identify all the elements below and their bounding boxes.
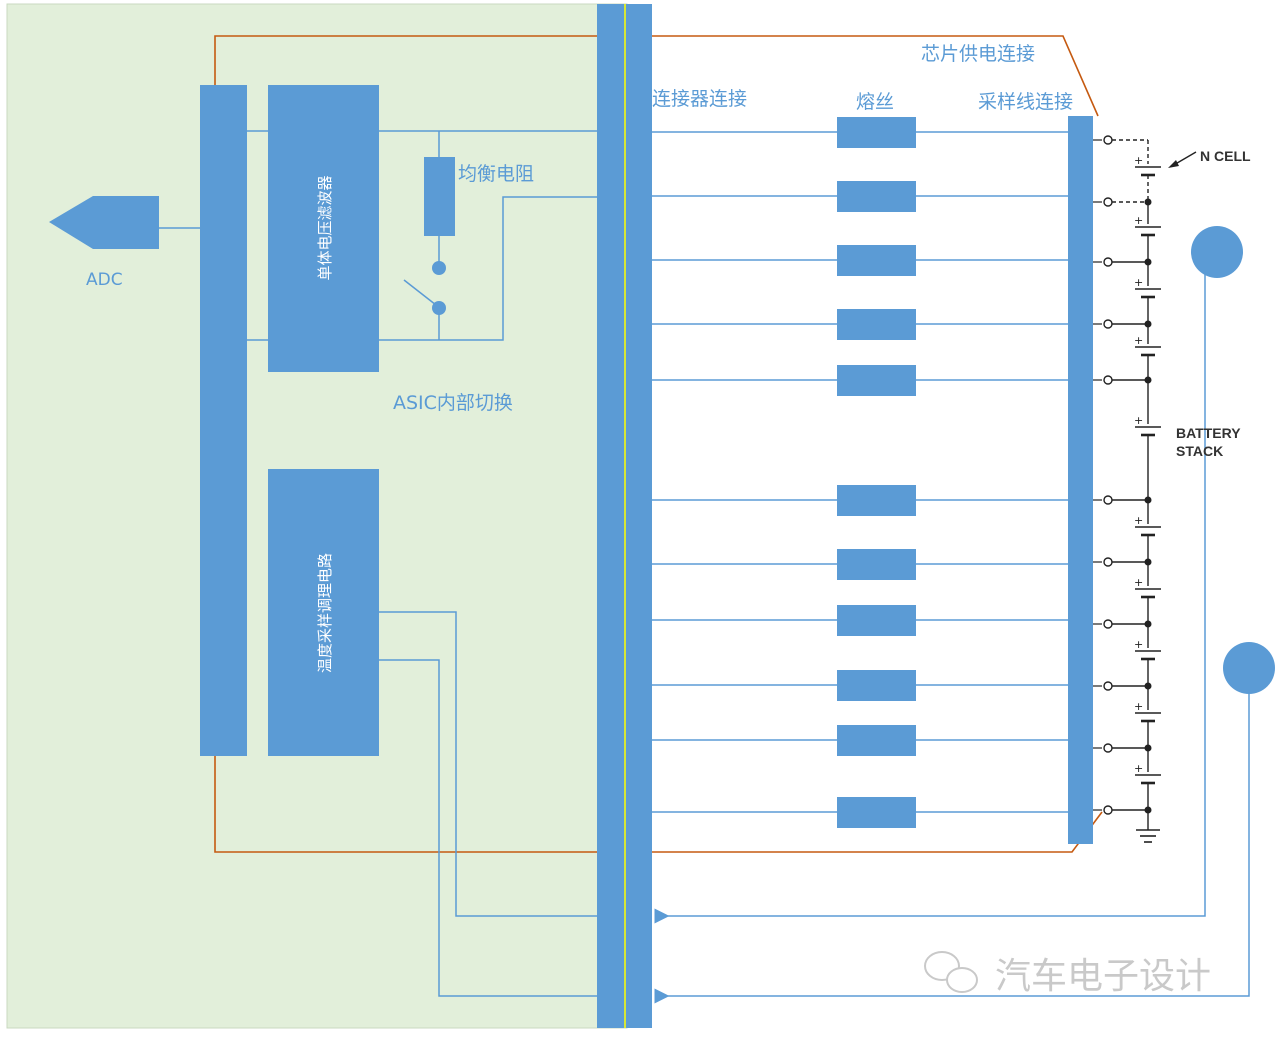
adc-label: ADC xyxy=(86,270,123,290)
fuse xyxy=(837,549,916,580)
cell-voltage-filter xyxy=(268,85,379,372)
ntc-sensor-1 xyxy=(1191,226,1243,278)
plus-sign-icon: + xyxy=(1134,334,1143,347)
adc-symbol xyxy=(49,196,200,249)
tap-terminal xyxy=(1103,197,1113,207)
plus-sign-icon: + xyxy=(1134,414,1143,427)
balance-resistor-label: 均衡电阻 xyxy=(458,163,534,185)
tap-terminal xyxy=(1103,375,1113,385)
temp-sampling-circuit xyxy=(268,469,379,756)
fuse xyxy=(837,181,916,212)
filter-wires xyxy=(247,130,597,341)
temp-sampling-circuit-label: 温度采样调理电路 xyxy=(316,553,334,673)
fuse xyxy=(837,725,916,756)
plus-sign-icon: + xyxy=(1134,638,1143,651)
plus-sign-icon: + xyxy=(1134,276,1143,289)
fuses xyxy=(837,117,916,828)
plus-sign-icon: + xyxy=(1134,514,1143,527)
sampling-harness-bar xyxy=(1068,116,1093,844)
plus-sign-icon: + xyxy=(1134,214,1143,227)
wechat-icon xyxy=(924,951,978,993)
plus-sign-icon: + xyxy=(1134,576,1143,589)
tap-terminal xyxy=(1103,257,1113,267)
battery-stack: + + + + + + + + + + xyxy=(1093,135,1197,843)
balance-resistor xyxy=(424,157,455,236)
tap-terminal xyxy=(1103,743,1113,753)
fuse xyxy=(837,605,916,636)
sample-lines xyxy=(652,131,1068,813)
plus-sign-icon: + xyxy=(1134,154,1143,167)
battery-stack-label-2: STACK xyxy=(1176,443,1223,459)
asic-mux-bar xyxy=(200,85,247,756)
fuse xyxy=(837,245,916,276)
ntc-sensor-2 xyxy=(1223,642,1275,694)
sample-line-label: 采样线连接 xyxy=(978,91,1073,113)
switch-contact-top xyxy=(432,261,446,275)
asic-switch-label: ASIC内部切换 xyxy=(393,392,513,414)
chip-power-label: 芯片供电连接 xyxy=(921,43,1035,65)
tap-terminal xyxy=(1103,557,1113,567)
n-cell-label: N CELL xyxy=(1200,148,1251,164)
fuse xyxy=(837,117,916,148)
tap-terminal xyxy=(1103,495,1113,505)
battery-stack-label-1: BATTERY xyxy=(1176,425,1241,441)
tap-terminal xyxy=(1103,135,1113,145)
fuse-label: 熔丝 xyxy=(856,91,894,113)
tap-terminal xyxy=(1103,619,1113,629)
tap-terminal xyxy=(1103,681,1113,691)
temp-wires xyxy=(379,268,1250,1004)
fuse xyxy=(837,485,916,516)
fuse xyxy=(837,365,916,396)
tap-terminal xyxy=(1103,319,1113,329)
plus-sign-icon: + xyxy=(1134,700,1143,713)
plus-sign-icon: + xyxy=(1134,762,1143,775)
switch-contact-bottom xyxy=(432,301,446,315)
fuse xyxy=(837,309,916,340)
tap-terminal xyxy=(1103,805,1113,815)
connector-label: 连接器连接 xyxy=(652,88,747,110)
cell-voltage-filter-label: 单体电压滤波器 xyxy=(316,175,334,280)
arrow-icon xyxy=(1168,160,1179,168)
fuse xyxy=(837,670,916,701)
watermark-text: 汽车电子设计 xyxy=(995,956,1211,997)
fuse xyxy=(837,797,916,828)
